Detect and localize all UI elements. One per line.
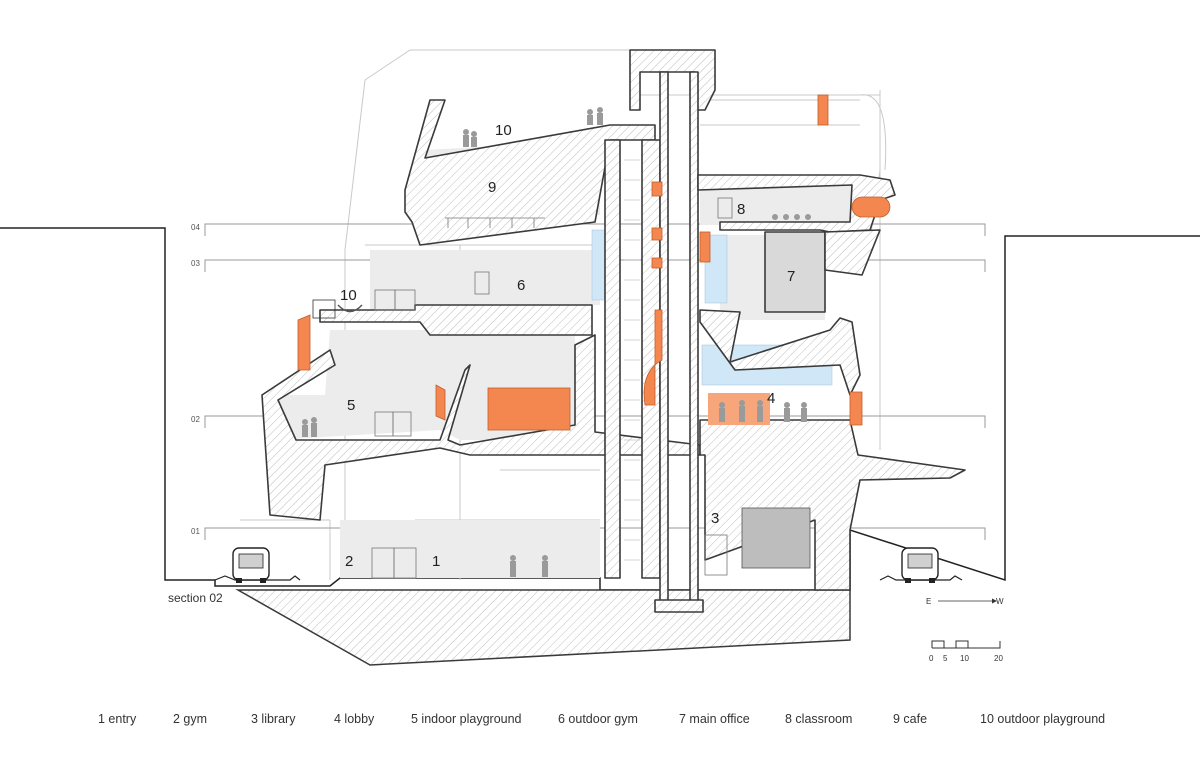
structure (261, 49, 966, 613)
legend-item-main-office: 7 main office (679, 712, 750, 726)
room-number-8: 8 (737, 201, 745, 218)
section-caption: section 02 (168, 591, 223, 605)
level-tag-02: 02 (191, 415, 200, 424)
legend-item-cafe: 9 cafe (893, 712, 928, 726)
room-number-7: 7 (787, 268, 795, 285)
room-number-5: 5 (347, 397, 355, 414)
legend-item-outdoor-gym: 6 outdoor gym (558, 712, 638, 726)
bus-right (901, 547, 939, 583)
legend-item-outdoor-playground: 10 outdoor playground (980, 712, 1106, 726)
scale-bar: 0 5 10 20 (929, 640, 1003, 663)
compass: E W (926, 597, 1004, 606)
legend: 1 entry 2 gym 3 library 4 lobby 5 indoor… (0, 712, 1200, 732)
scale-tick-20: 20 (994, 654, 1003, 663)
section-drawing: 04 03 02 01 (0, 49, 1200, 666)
room-number-6: 6 (517, 277, 525, 294)
room-number-2: 2 (345, 553, 353, 570)
people-figures (302, 107, 811, 577)
compass-west: W (996, 597, 1004, 606)
level-tags: 04 03 02 01 (191, 223, 200, 536)
ghost-outlines (240, 49, 887, 580)
room-number-4: 4 (767, 390, 775, 407)
legend-item-indoor-playground: 5 indoor playground (411, 712, 522, 726)
compass-east: E (926, 597, 931, 606)
room-number-10-upper: 10 (495, 122, 512, 139)
legend-item-entry: 1 entry (98, 712, 137, 726)
scale-tick-5: 5 (943, 654, 948, 663)
foundation (235, 589, 851, 666)
legend-item-gym: 2 gym (173, 712, 208, 726)
scale-tick-10: 10 (960, 654, 969, 663)
core-stairs (624, 159, 640, 561)
legend-item-library: 3 library (251, 712, 296, 726)
room-number-10-lower: 10 (340, 287, 357, 304)
scale-tick-0: 0 (929, 654, 934, 663)
level-tag-04: 04 (191, 223, 200, 232)
room-numbers: 1 2 3 4 5 6 7 8 9 10 10 (340, 122, 795, 570)
legend-item-classroom: 8 classroom (785, 712, 853, 726)
room-number-9: 9 (488, 179, 496, 196)
level-tag-01: 01 (191, 527, 200, 536)
room-number-1: 1 (432, 553, 440, 570)
room-number-3: 3 (711, 510, 719, 527)
level-tag-03: 03 (191, 259, 200, 268)
fixtures (312, 197, 811, 579)
bus-left (232, 547, 270, 583)
legend-item-lobby: 4 lobby (334, 712, 375, 726)
